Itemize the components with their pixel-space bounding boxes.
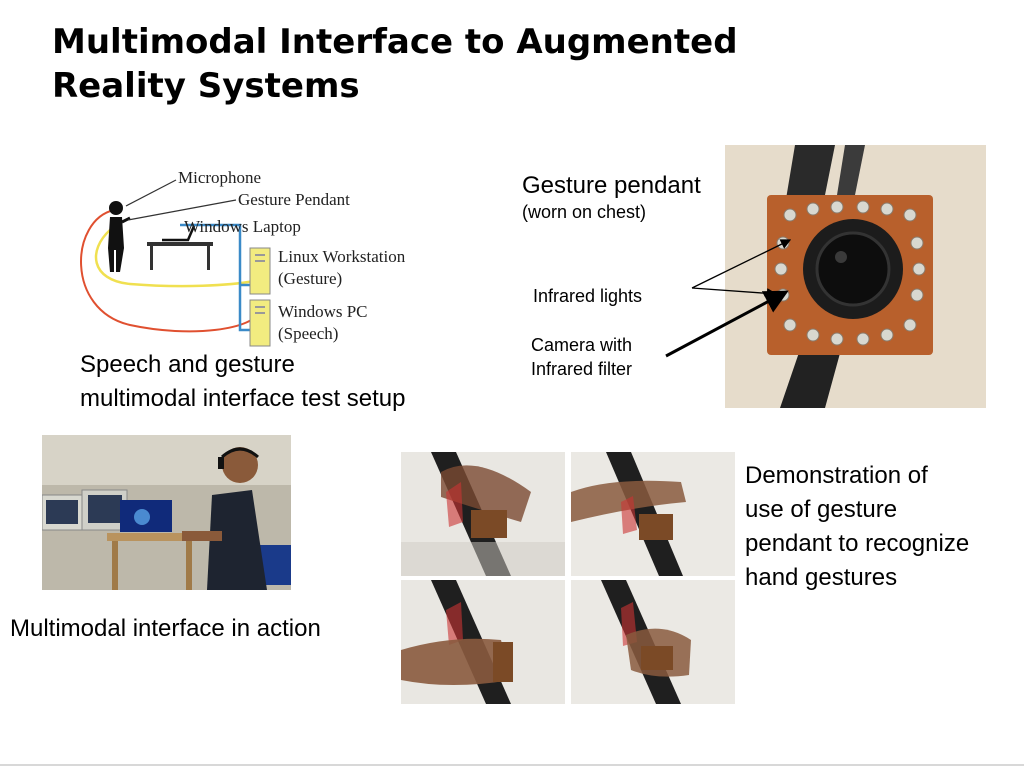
demo-caption: Demonstration of use of gesture pendant … [745,459,1020,595]
label-windows-laptop: Windows Laptop [184,217,301,236]
demo-caption-line-2: use of gesture [745,496,898,523]
label-windows-pc: Windows PC [278,302,368,321]
linux-workstation-tower [249,247,271,295]
slide-title-line-2: Reality Systems [52,66,360,106]
demo-caption-line-4: hand gestures [745,564,898,591]
red-cable [80,209,261,333]
demo-frame [571,580,735,704]
pendant-subtitle: (worn on chest) [522,202,647,222]
camera-label-line-2: Infrared filter [531,359,633,379]
demo-caption-line-3: pendant to recognize [745,530,970,557]
pendant-title: Gesture pendant [522,172,701,199]
laptop-desk [147,225,213,270]
blue-cable [180,223,250,332]
action-photo [42,435,291,590]
microphone-pointer [125,179,177,207]
action-caption: Multimodal interface in action [10,615,321,642]
demo-frame [401,452,565,576]
label-linux-workstation: Linux Workstation [278,247,406,266]
slide-title-line-1: Multimodal Interface to Augmented [52,22,738,62]
windows-pc-tower [249,299,271,347]
pendant-arrows [665,239,792,358]
diagram-caption: Speech and gesture multimodal interface … [80,348,480,416]
infrared-lights-label: Infrared lights [533,286,643,306]
person-figure [108,201,131,272]
label-linux-role: (Gesture) [278,269,342,288]
setup-diagram: Microphone Gesture Pendant Windows Lapto… [70,160,450,350]
diagram-caption-line-2: multimodal interface test setup [80,385,406,412]
label-gesture-pendant: Gesture Pendant [238,190,350,209]
demo-frame [401,580,565,704]
label-windows-role: (Speech) [278,324,338,343]
demo-frames-grid [401,452,736,704]
slide-title: Multimodal Interface to Augmented Realit… [52,20,912,108]
bottom-divider [0,764,1024,766]
diagram-caption-line-1: Speech and gesture [80,351,295,378]
pendant-photo [725,145,986,408]
demo-caption-line-1: Demonstration of [745,462,928,489]
camera-label-line-1: Camera with [531,335,633,355]
label-microphone: Microphone [178,168,261,187]
pendant-heading: Gesture pendant (worn on chest) [522,172,742,224]
demo-frame [571,452,735,576]
pendant-pointer [127,199,237,221]
yellow-cable [94,229,261,288]
camera-label: Camera with Infrared filter [531,333,681,381]
